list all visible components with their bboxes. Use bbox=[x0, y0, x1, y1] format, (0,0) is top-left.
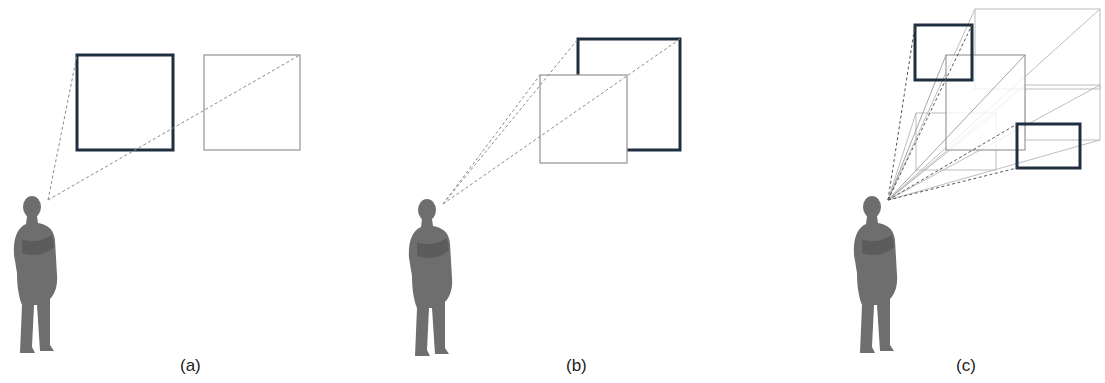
panel-label: (a) bbox=[180, 356, 201, 376]
panel-label: (c) bbox=[956, 356, 976, 376]
panel-label: (b) bbox=[566, 356, 587, 376]
